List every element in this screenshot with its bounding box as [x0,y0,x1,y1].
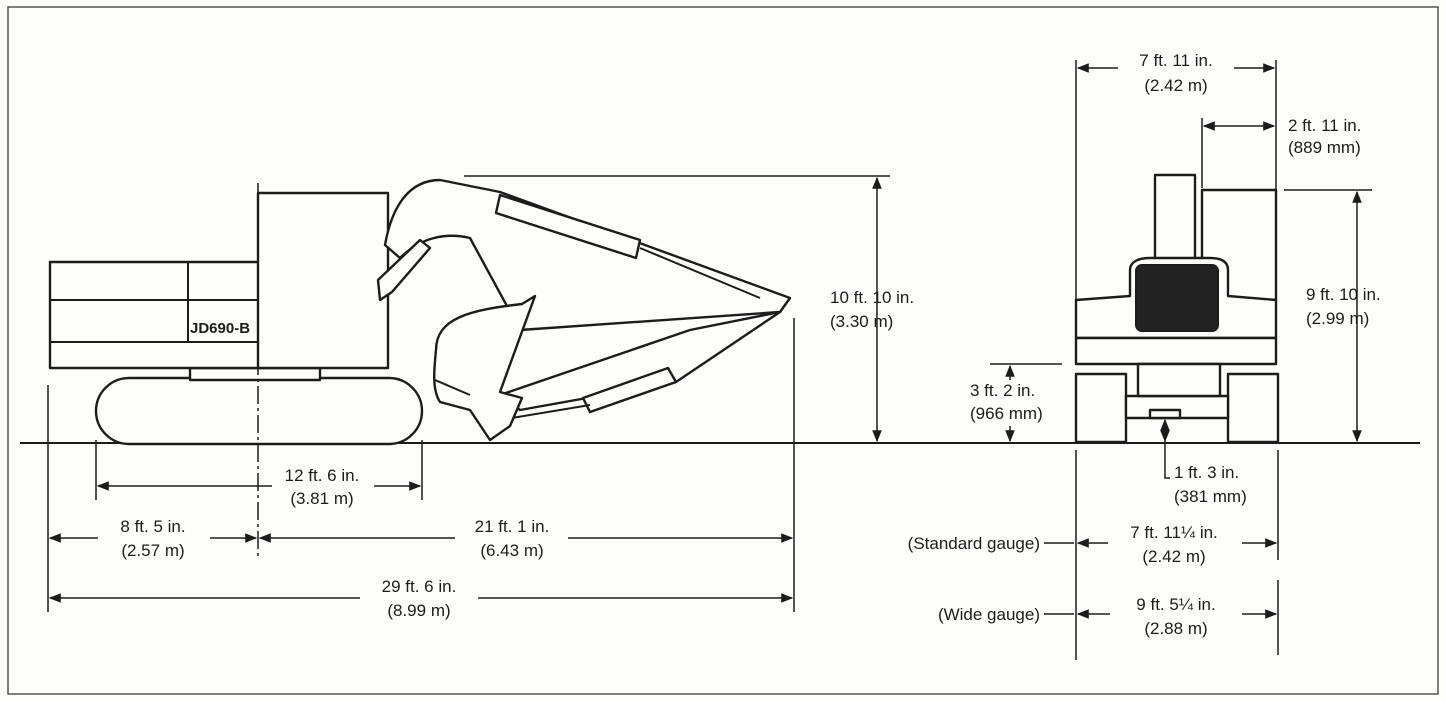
cab-width-metric: (889 mm) [1288,138,1361,157]
track-length-imperial: 12 ft. 6 in. [285,466,360,485]
upper-width-metric: (2.42 m) [1144,76,1207,95]
boom-height-imperial: 10 ft. 10 in. [830,288,914,307]
cab-height-imperial: 9 ft. 10 in. [1306,285,1381,304]
wide-gauge-label: (Wide gauge) [938,605,1040,624]
front-center-frame [1136,362,1222,398]
side-boom [383,178,792,332]
ground-clearance-metric: (381 mm) [1174,487,1247,506]
diagram-frame [7,6,1439,695]
wide-gauge-metric: (2.88 m) [1144,619,1207,638]
cab-width-imperial: 2 ft. 11 in. [1288,116,1361,135]
front-window [1135,264,1219,332]
center-to-front-imperial: 21 ft. 1 in. [475,517,550,536]
side-track-roller-frame [188,366,322,382]
model-label: JD690-B [190,320,250,337]
standard-gauge-label: (Standard gauge) [908,534,1040,553]
upper-width-imperial: 7 ft. 11 in. [1139,51,1212,70]
ground-clearance-imperial: 1 ft. 3 in. [1174,463,1239,482]
excavator-side-view: JD690-B 12 ft. 6 in. (3.81 m) 8 ft. 5 [47,175,914,620]
boom-height-metric: (3.30 m) [830,312,893,331]
counterweight-clearance-imperial: 3 ft. 2 in. [970,381,1035,400]
overall-length-imperial: 29 ft. 6 in. [382,577,457,596]
side-stick-cylinder [494,193,642,260]
side-track [94,376,424,446]
front-left-track [1074,372,1128,444]
front-boom [1153,173,1197,267]
wide-gauge-imperial: 9 ft. 5¼ in. [1136,595,1215,614]
front-lower-body [1074,336,1278,366]
counterweight-clearance-metric: (966 mm) [970,404,1043,423]
side-boom-cylinder [376,238,432,302]
overall-length-metric: (8.99 m) [387,601,450,620]
excavator-front-view: 7 ft. 11 in. (2.42 m) 2 ft. 11 in. (889 … [908,51,1381,660]
standard-gauge-imperial: 7 ft. 11¼ in. [1130,523,1218,542]
cab-height-metric: (2.99 m) [1306,309,1369,328]
side-bucket [433,294,537,442]
side-cab [256,191,390,370]
standard-gauge-metric: (2.42 m) [1142,547,1205,566]
side-counterweight [48,260,262,370]
side-bucket-cylinder [581,366,678,414]
rear-to-center-metric: (2.57 m) [121,541,184,560]
center-to-front-metric: (6.43 m) [480,541,543,560]
front-right-track [1226,372,1280,444]
track-length-metric: (3.81 m) [290,489,353,508]
rear-to-center-imperial: 8 ft. 5 in. [120,517,185,536]
